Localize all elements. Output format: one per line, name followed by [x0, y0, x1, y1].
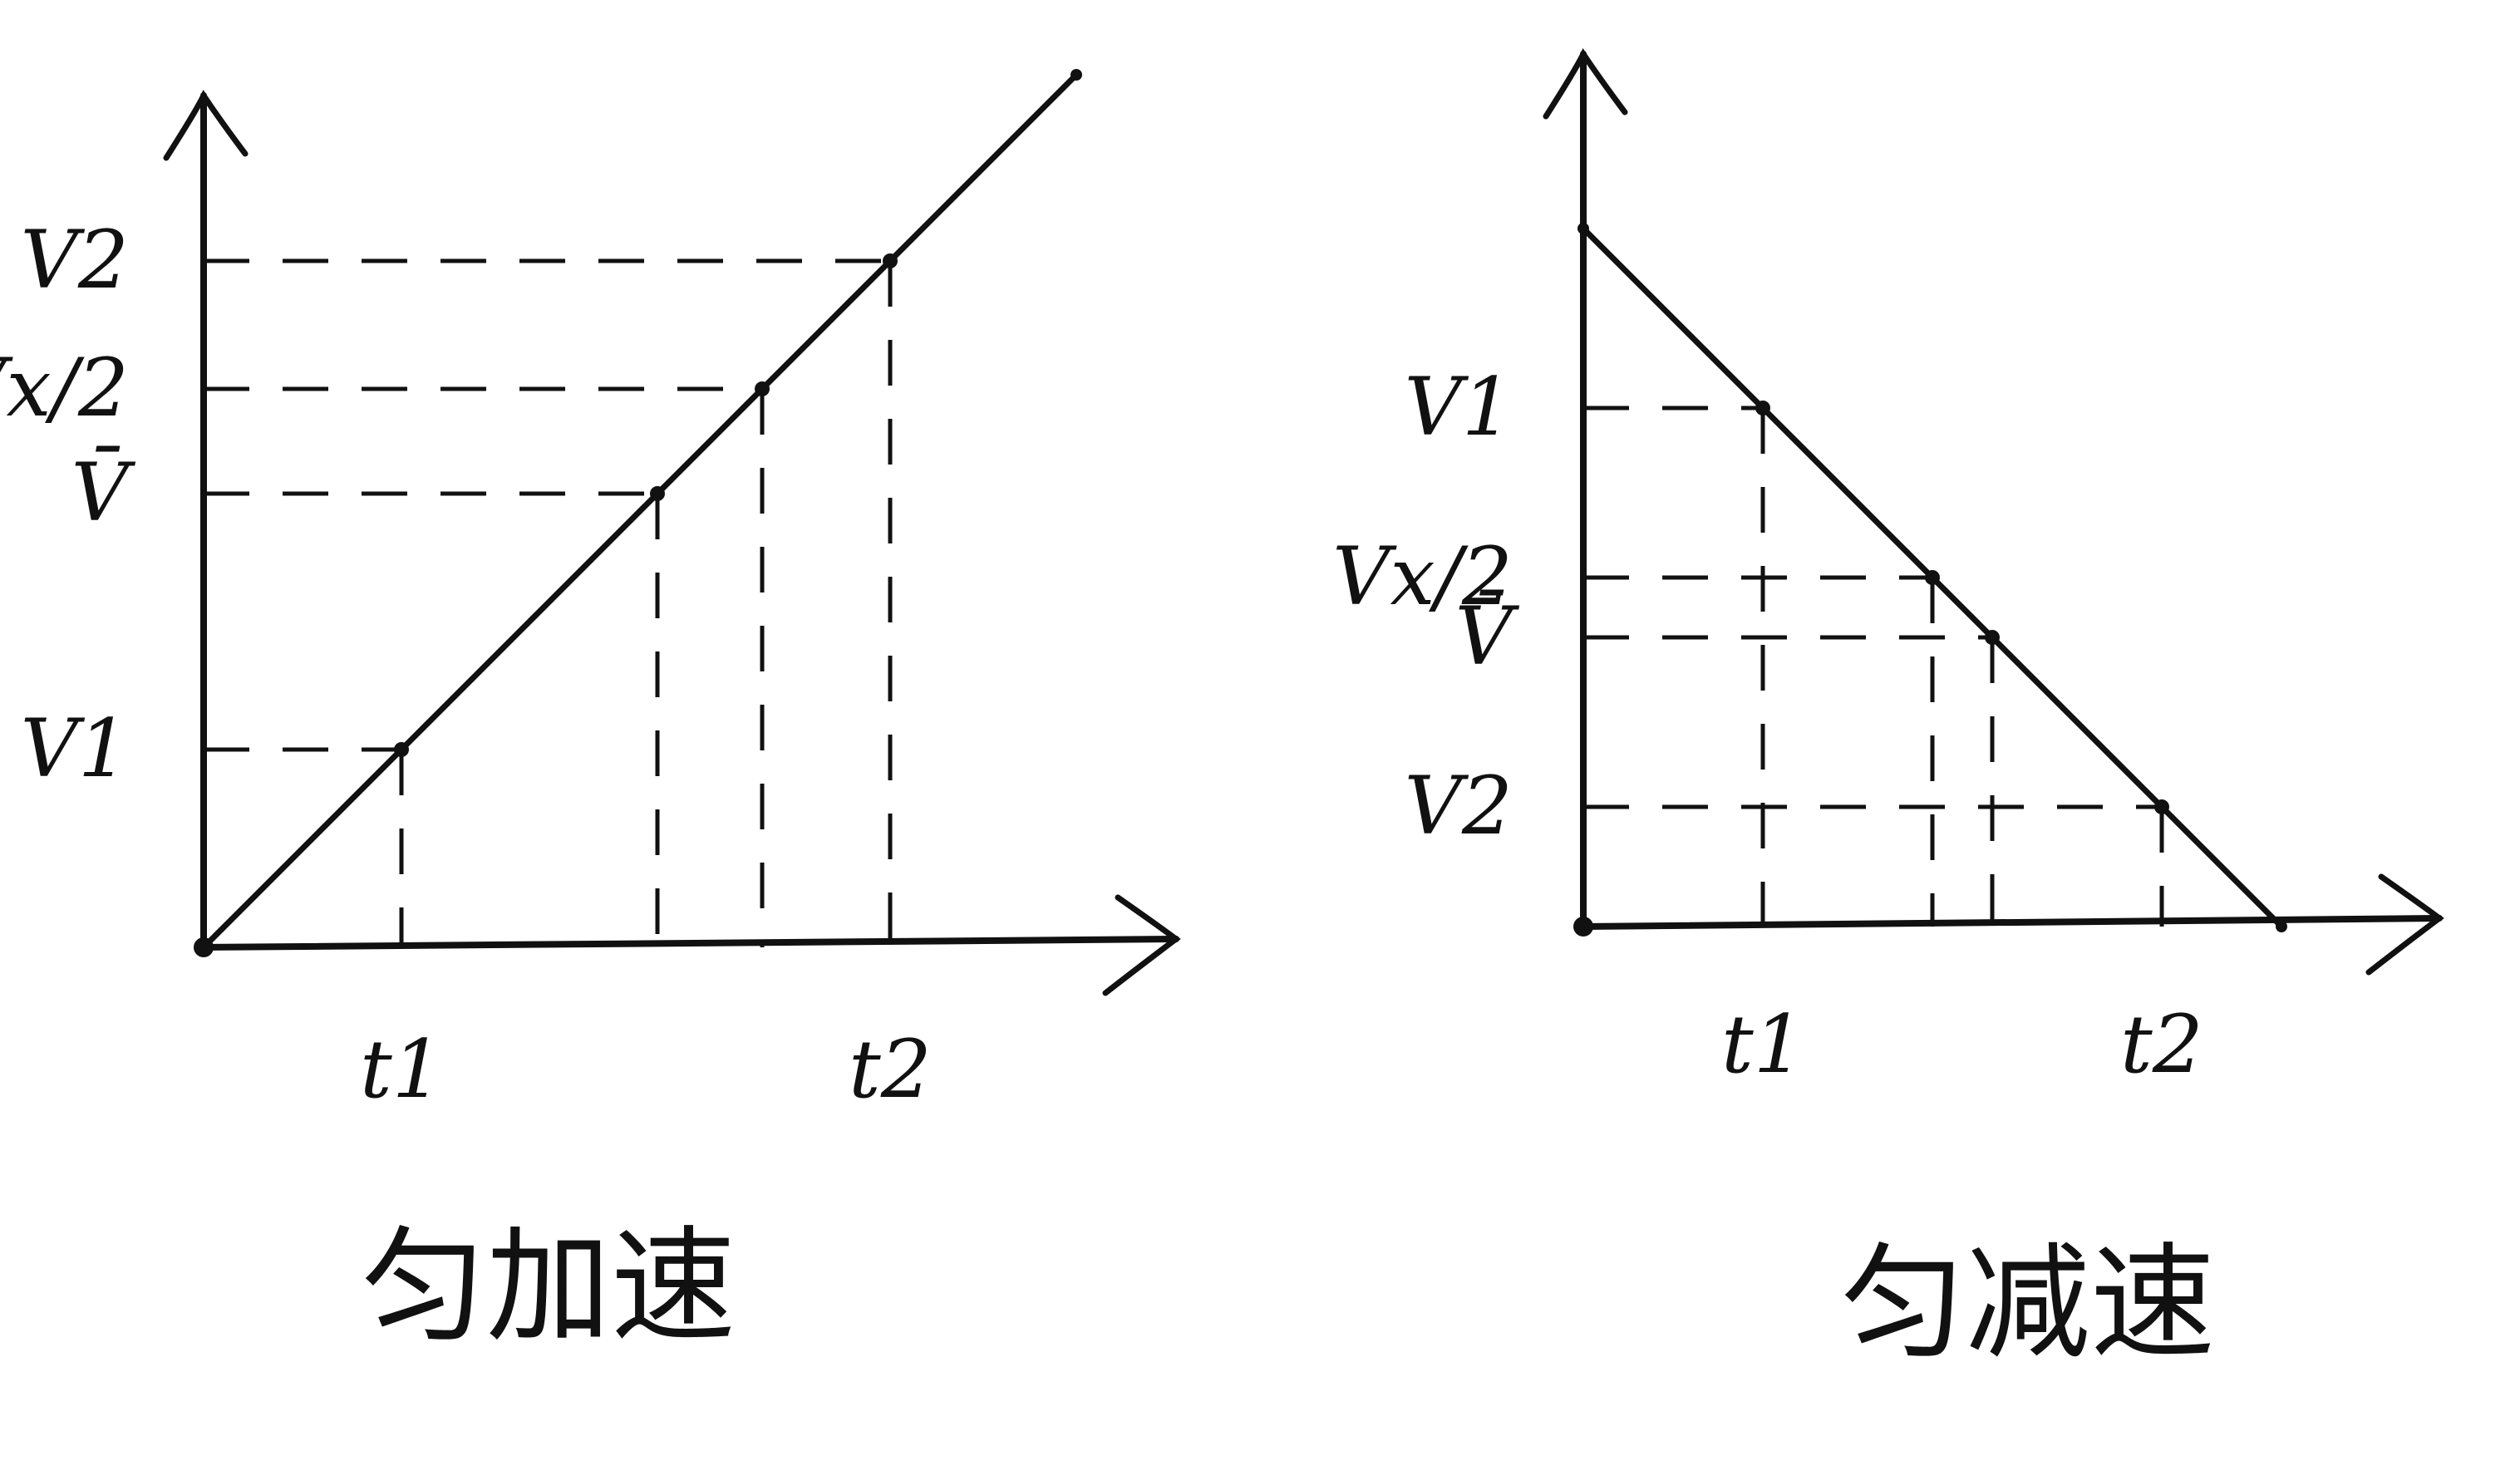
marked-point [2154, 799, 2169, 814]
x-tick-label: t1 [360, 1023, 443, 1116]
x-tick-label: t2 [849, 1023, 932, 1116]
x-axis-arrowhead [2365, 873, 2444, 976]
line-endpoint [1577, 223, 1589, 234]
origin-point [1573, 917, 1593, 937]
chart-caption: 匀减速 [1841, 1232, 2215, 1376]
y-axis-arrowhead [163, 90, 249, 161]
x-axis-arrowhead [1102, 894, 1181, 996]
y-tick-label: Vx/2 [1332, 530, 1513, 623]
marked-point [755, 381, 770, 396]
y-tick-label: V1 [21, 702, 129, 795]
marked-point [650, 486, 665, 501]
chart-caption: 匀加速 [362, 1215, 736, 1360]
y-tick-label: V2 [21, 214, 129, 307]
y-axis-arrowhead [1543, 48, 1628, 120]
x-axis [1580, 915, 2443, 930]
x-tick-label: t2 [2120, 998, 2203, 1091]
y-tick-label: V2 [1405, 760, 1513, 853]
velocity-line [200, 71, 1080, 951]
marked-point [883, 253, 898, 268]
x-axis [200, 936, 1179, 951]
y-tick-label: V̄ [1455, 590, 1520, 683]
marked-point [1985, 630, 2000, 645]
marked-point [1755, 401, 1770, 415]
marked-point [1925, 570, 1940, 585]
y-tick-label: Vx/2 [0, 342, 129, 435]
x-tick-label: t1 [1721, 998, 1804, 1091]
marked-point [394, 742, 409, 757]
y-tick-label: V̄ [71, 446, 136, 539]
y-tick-label: V1 [1405, 361, 1513, 454]
line-endpoint [1071, 69, 1082, 81]
line-endpoint [198, 942, 209, 953]
line-endpoint [2276, 921, 2287, 932]
